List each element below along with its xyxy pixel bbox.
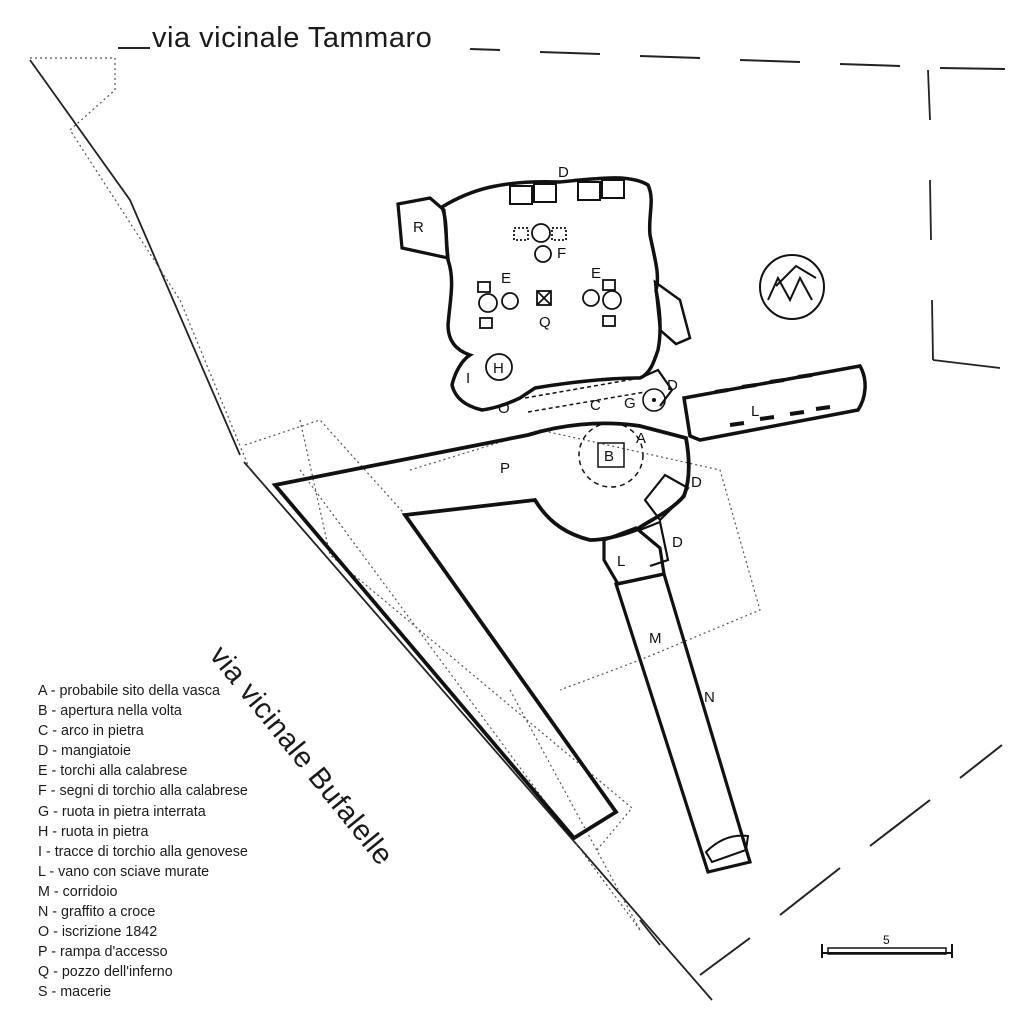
- legend-item: H - ruota in pietra: [38, 823, 149, 840]
- legend-item: G - ruota in pietra interrata: [38, 803, 206, 820]
- legend-text: vano con sciave murate: [58, 863, 210, 880]
- label-d-top: D: [558, 164, 569, 181]
- label-b: B: [604, 448, 614, 465]
- legend-text: segni di torchio alla calabrese: [59, 783, 248, 800]
- legend-key: O: [38, 924, 50, 941]
- legend-item: B - apertura nella volta: [38, 703, 182, 720]
- legend-item: D - mangiatoie: [38, 743, 131, 760]
- label-p: P: [500, 460, 510, 477]
- legend-item: I - tracce di torchio alla genovese: [38, 843, 248, 860]
- legend-key: C: [38, 723, 49, 740]
- legend-key: B: [38, 703, 48, 720]
- label-r: R: [413, 219, 424, 236]
- label-o: O: [498, 400, 510, 417]
- legend-item: F - segni di torchio alla calabrese: [38, 783, 248, 800]
- legend-key: N: [38, 904, 49, 921]
- legend-key: P: [38, 944, 48, 961]
- legend-item: O - iscrizione 1842: [38, 924, 158, 941]
- scale-bar: [821, 944, 953, 958]
- legend-item: M - corridoio: [38, 883, 118, 900]
- label-e-right: E: [591, 265, 601, 282]
- label-d-mid: D: [691, 474, 702, 491]
- legend-text: mangiatoie: [61, 743, 131, 760]
- legend-key: Q: [38, 964, 50, 981]
- legend-text: probabile sito della vasca: [59, 683, 221, 699]
- room-r: [396, 196, 450, 261]
- press-marks: [477, 223, 622, 381]
- road-bottom-dashed: [699, 744, 1003, 976]
- map-labels: D R F E E Q I H O C G D L A B P D D L M …: [413, 164, 890, 947]
- right-boundary: [927, 69, 1001, 369]
- legend-text: graffito a croce: [61, 904, 156, 921]
- label-m: M: [649, 630, 662, 647]
- label-i: I: [466, 370, 470, 387]
- label-l-south: L: [617, 553, 625, 570]
- dotted-outlines: [30, 57, 761, 931]
- main-room: [439, 176, 662, 412]
- opening-square: [597, 442, 625, 468]
- legend-key: S: [38, 984, 48, 1001]
- arch: [524, 377, 646, 413]
- legend-text: rampa d'accesso: [60, 944, 168, 961]
- street-name-top: via vicinale Tammaro: [152, 22, 433, 54]
- legend-text: pozzo dell'inferno: [61, 964, 173, 981]
- label-c: C: [590, 397, 601, 414]
- legend-text: iscrizione 1842: [61, 924, 158, 941]
- road-top-dashed: [118, 47, 1006, 70]
- corridor: [613, 572, 753, 874]
- room-l-slots: [714, 373, 831, 427]
- legend-item: S - macerie: [38, 984, 112, 1001]
- legend-text: arco in pietra: [61, 723, 144, 740]
- legend-text: apertura nella volta: [60, 703, 182, 720]
- legend-item: L - vano con sciave murate: [38, 863, 210, 880]
- right-niche: [653, 279, 692, 346]
- legend-text: ruota in pietra: [61, 823, 149, 840]
- legend-text: corridoio: [62, 883, 118, 900]
- room-l-east: [682, 364, 867, 442]
- legend-item: E - torchi alla calabrese: [38, 763, 188, 780]
- legend-key: M: [38, 883, 50, 900]
- road-side-lines: [29, 59, 713, 1001]
- legend-key: D: [38, 743, 49, 760]
- legend-key: G: [38, 803, 50, 820]
- legend-key: F: [38, 783, 47, 800]
- legend-item: Q - pozzo dell'inferno: [38, 964, 173, 981]
- label-q: Q: [539, 314, 551, 331]
- mangers-top: [509, 179, 625, 205]
- label-f: F: [557, 245, 566, 262]
- legend-key: L: [38, 863, 46, 880]
- legend-item: C - arco in pietra: [38, 723, 144, 740]
- label-g: G: [624, 395, 636, 412]
- legend-text: ruota in pietra interrata: [61, 803, 206, 820]
- label-d-south: D: [672, 534, 683, 551]
- mangers-side: [639, 368, 690, 568]
- label-l-east: L: [751, 403, 759, 420]
- legend-text: torchi alla calabrese: [60, 763, 188, 780]
- legend-text: macerie: [60, 984, 112, 1001]
- label-d-east: D: [667, 377, 678, 394]
- legend-key: H: [38, 823, 49, 840]
- label-h: H: [493, 360, 504, 377]
- north-arrow: [759, 254, 825, 320]
- vault-opening: [578, 422, 644, 488]
- label-e-left: E: [501, 270, 511, 287]
- label-a: A: [636, 430, 646, 447]
- legend-text: tracce di torchio alla genovese: [54, 843, 248, 860]
- scale-label: 5: [883, 933, 890, 947]
- stone-wheel-center: [652, 398, 656, 402]
- graffito-cross: [704, 834, 750, 864]
- legend: A - probabile sito della vasca B - apertu…: [38, 681, 248, 1003]
- legend-key: I: [38, 843, 42, 860]
- legend-key: A: [38, 683, 47, 699]
- legend-item: P - rampa d'accesso: [38, 944, 168, 961]
- legend-item: N - graffito a croce: [38, 904, 156, 921]
- legend-key: E: [38, 763, 48, 780]
- label-n: N: [704, 689, 715, 706]
- legend-item: A - probabile sito della vasca: [38, 683, 221, 699]
